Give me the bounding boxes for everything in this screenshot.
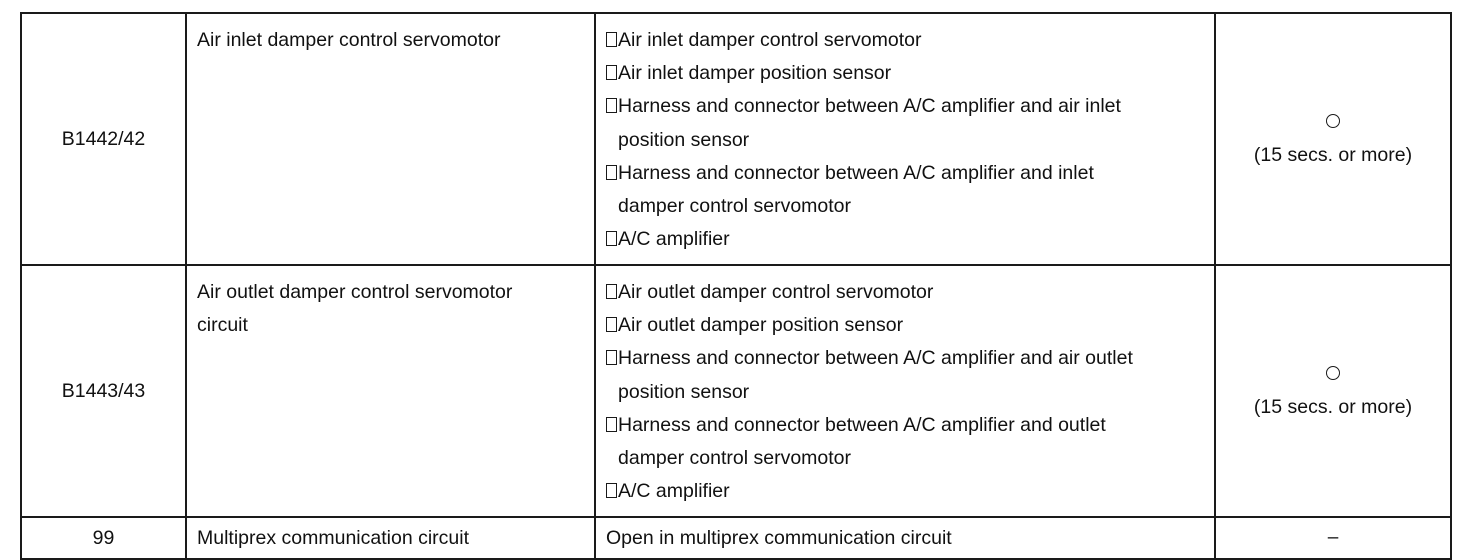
dtc-table: B1442/42 Air inlet damper control servom…: [20, 12, 1452, 560]
trouble-area-item: A/C amplifier: [606, 475, 1206, 508]
detection-item-line: Air outlet damper control servomotor: [197, 281, 513, 303]
trouble-area-item: Harness and connector between A/C amplif…: [606, 409, 1206, 475]
trouble-area-list: Air outlet damper control servomotor Air…: [606, 276, 1206, 508]
trouble-area-line: Harness and connector between A/C amplif…: [618, 161, 1094, 184]
table-row: B1442/42 Air inlet damper control servom…: [20, 12, 1452, 266]
trouble-area-item: Harness and connector between A/C amplif…: [606, 342, 1206, 408]
dtc-code: 99: [20, 516, 187, 560]
trouble-area-line: Air outlet damper position sensor: [618, 314, 904, 337]
checkbox-icon: [606, 483, 617, 499]
circle-icon: [1326, 114, 1340, 128]
trouble-area-line: A/C amplifier: [618, 228, 730, 251]
trouble-area-line: Harness and connector between A/C amplif…: [618, 95, 1121, 118]
checkbox-icon: [606, 416, 617, 432]
detection-item-line: circuit: [197, 314, 248, 336]
checkbox-icon: [606, 284, 617, 299]
table-row: B1443/43 Air outlet damper control servo…: [20, 264, 1452, 518]
trouble-area-item: Harness and connector between A/C amplif…: [606, 157, 1206, 223]
checkbox-icon: [606, 98, 617, 114]
trouble-area-line: Air outlet damper control servomotor: [618, 281, 934, 303]
detection-item: Air inlet damper control servomotor: [185, 12, 596, 266]
trouble-area-list: Air inlet damper control servomotor Air …: [606, 24, 1206, 256]
trouble-area: Air inlet damper control servomotor Air …: [594, 12, 1216, 266]
checkbox-icon: [606, 350, 617, 366]
checkbox-icon: [606, 231, 617, 247]
trouble-area-line: A/C amplifier: [618, 480, 730, 503]
dtc-code: B1443/43: [20, 264, 187, 518]
detection-item: Multiprex communication circuit: [185, 516, 596, 560]
check-note: (15 secs. or more): [1253, 396, 1413, 418]
checkbox-icon: [606, 65, 617, 81]
trouble-area-line: Air inlet damper position sensor: [618, 62, 892, 85]
trouble-area-item: A/C amplifier: [606, 223, 1206, 256]
trouble-area-line: damper control servomotor: [618, 447, 852, 470]
checkbox-icon: [606, 32, 617, 47]
trouble-area-item: Air outlet damper position sensor: [606, 309, 1206, 342]
dtc-code: B1442/42: [20, 12, 187, 266]
memory-check-cell: (15 secs. or more): [1214, 264, 1452, 518]
trouble-area-line: Air inlet damper control servomotor: [618, 29, 922, 51]
trouble-area-item: Air outlet damper control servomotor: [606, 276, 1206, 309]
table-row: 99 Multiprex communication circuit Open …: [20, 516, 1452, 560]
trouble-area: Open in multiprex communication circuit: [594, 516, 1216, 560]
trouble-area-line: damper control servomotor: [618, 195, 852, 218]
trouble-area-line: Harness and connector between A/C amplif…: [618, 347, 1133, 370]
circle-icon: [1326, 366, 1340, 380]
trouble-area-line: position sensor: [618, 380, 750, 403]
check-note: (15 secs. or more): [1253, 144, 1413, 166]
trouble-area-line: position sensor: [618, 128, 750, 151]
trouble-area-item: Harness and connector between A/C amplif…: [606, 90, 1206, 156]
trouble-area-line: Harness and connector between A/C amplif…: [618, 413, 1106, 436]
trouble-area-item: Air inlet damper position sensor: [606, 57, 1206, 90]
trouble-area-item: Air inlet damper control servomotor: [606, 24, 1206, 57]
trouble-area: Air outlet damper control servomotor Air…: [594, 264, 1216, 518]
detection-item: Air outlet damper control servomotor cir…: [185, 264, 596, 518]
checkbox-icon: [606, 317, 617, 333]
memory-check-cell: –: [1214, 516, 1452, 560]
checkbox-icon: [606, 164, 617, 180]
memory-check-cell: (15 secs. or more): [1214, 12, 1452, 266]
